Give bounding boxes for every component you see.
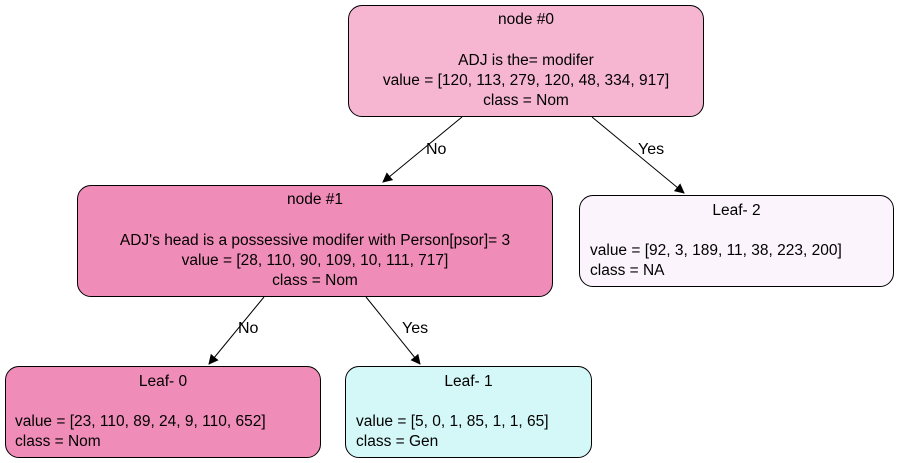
node-value: value = [120, 113, 279, 120, 48, 334, 91… [382, 72, 670, 89]
edge-node0-to-node1 [382, 116, 463, 183]
leaf-id: Leaf- 1 [444, 373, 493, 390]
leaf-id: Leaf- 0 [138, 373, 188, 390]
node-class: class = Nom [483, 92, 569, 109]
leaf-value: value = [23, 110, 89, 24, 9, 110, 652] [15, 413, 266, 430]
leaf-value: value = [5, 0, 1, 85, 1, 1, 65] [356, 413, 549, 430]
node-value: value = [28, 110, 90, 109, 10, 111, 717] [181, 252, 449, 269]
tree-node-0: node #0 ADJ is the= modifer value = [120… [348, 5, 704, 117]
node-id: node #0 [497, 11, 555, 28]
leaf-class: class = Nom [15, 433, 101, 450]
node-id: node #1 [286, 191, 344, 208]
leaf-class: class = NA [590, 262, 665, 279]
leaf-node-1: Leaf- 1 value = [5, 0, 1, 85, 1, 1, 65] … [345, 366, 592, 458]
edge-label-node0-yes: Yes [638, 141, 665, 158]
node-question: ADJ's head is a possessive modifer with … [119, 232, 511, 249]
tree-node-1: node #1 ADJ's head is a possessive modif… [77, 185, 553, 297]
leaf-value: value = [92, 3, 189, 11, 38, 223, 200] [590, 242, 842, 259]
edge-node1-to-leaf1 [365, 296, 421, 365]
leaf-node-0: Leaf- 0 value = [23, 110, 89, 24, 9, 110… [5, 366, 321, 458]
edge-label-node0-no: No [426, 141, 447, 158]
edge-node1-to-leaf0 [208, 296, 265, 365]
edge-label-node1-yes: Yes [402, 320, 429, 337]
edge-label-node1-no: No [238, 320, 259, 337]
edge-node0-to-leaf2 [591, 116, 685, 194]
leaf-id: Leaf- 2 [712, 202, 761, 219]
leaf-node-2: Leaf- 2 value = [92, 3, 189, 11, 38, 223… [579, 195, 894, 287]
leaf-class: class = Gen [356, 433, 439, 450]
node-question: ADJ is the= modifer [458, 52, 594, 69]
node-class: class = Nom [272, 272, 358, 289]
